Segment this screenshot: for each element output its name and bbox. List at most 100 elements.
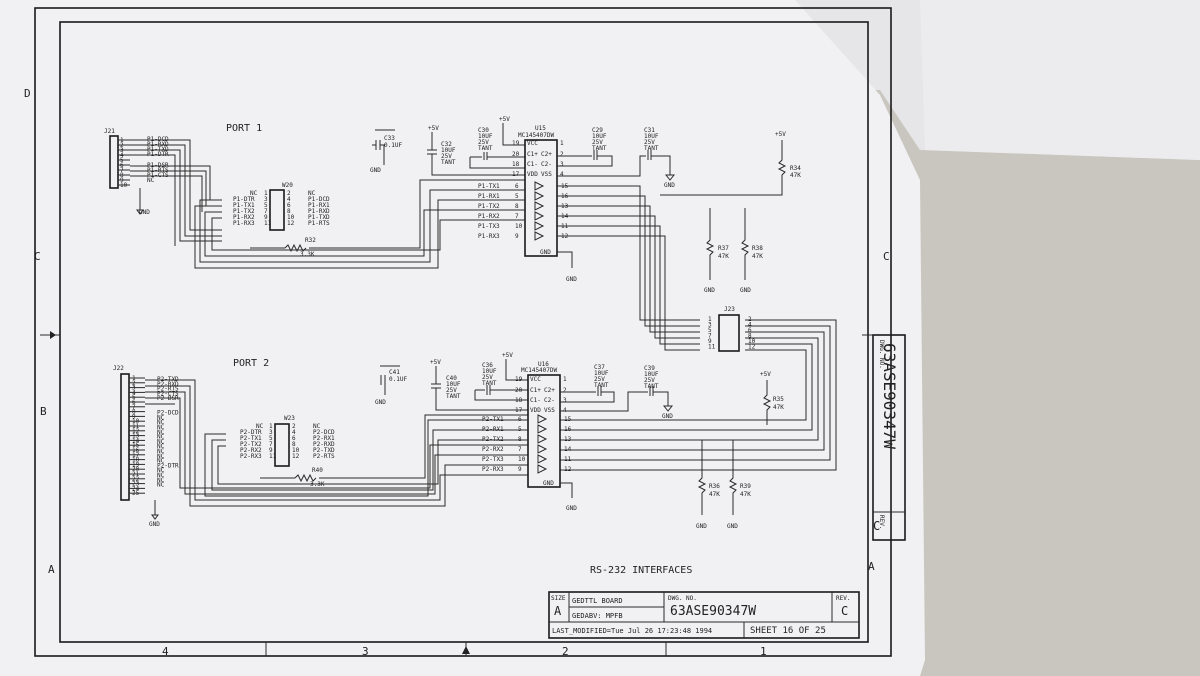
w23-left-label: NC [256,423,264,430]
port1-label: PORT 1 [226,123,262,134]
j22-signal-label: NC [157,448,165,455]
zone-row-a-right: A [868,560,875,573]
w23-ref: W23 [284,415,295,422]
u15-signal-label: P1-RX3 [478,233,500,240]
u15-left-label: VCC [527,140,538,147]
u16-c2m: C2- [544,397,555,404]
side-dwg-label: DWG. NO. [878,340,885,369]
c29-type: TANT [592,145,607,152]
u16-buffer-symbol [537,434,548,444]
w23-left-label: P2-RX3 [240,453,262,460]
u15-right-pin: 3 [560,161,564,168]
j22-signal-label: NC [157,419,165,426]
w23-right-pin: 8 [292,441,296,448]
j22-signal-label: NC [157,458,165,465]
j22-signal-label: NC [157,482,165,489]
zone-row-c-right: C [883,250,890,263]
w20-left-label: P1-RX3 [233,220,255,227]
port2-label: PORT 2 [233,358,269,369]
c40-type: TANT [446,393,461,400]
w20-left-label: P1-DTR [233,196,255,203]
j22-signal-label: P2-DTR [157,462,179,469]
c30-ref: C30 [478,127,489,134]
u15-left-label: C1+ [527,151,538,158]
w23-left-pin: 7 [269,441,273,448]
j23-pin-even: 10 [748,338,756,345]
c37-type: TANT [594,382,609,389]
w20-left-pin: 1 [264,190,268,197]
j22-signal-label: P2-DCD [157,410,179,417]
j22-signal-label: P2-CTS [157,390,179,397]
c33-value: 0.1UF [384,142,402,149]
c41-ref: C41 [389,369,400,376]
u16-signal-right-pin: 12 [564,466,572,473]
j22-pins: 1234567891011121314151617181920212223242… [129,375,179,497]
w23-left-pin: 9 [269,447,273,454]
u16-part: MC145407DW [521,367,558,374]
w20-left-pin: 11 [264,220,272,227]
title-block: SIZE A GEDTTL BOARD GEDABV: MPFB DWG. NO… [548,591,860,639]
j22-ref: J22 [113,365,124,372]
w23-right-label: P2-RTS [313,453,335,460]
w20-ref: W20 [282,182,293,189]
w20-left-pin: 5 [264,202,268,209]
u16-left-pin: 20 [515,387,523,394]
u15-left-pin: 17 [512,171,520,178]
u16-vss: VSS [544,407,555,414]
r39-gnd: GND [727,523,738,530]
w20-right-pin: 6 [287,202,291,209]
j23-pin-odd: 11 [708,344,716,351]
u16-signal-right-pin: 16 [564,426,572,433]
c36-value: 10UF [482,368,497,375]
u16-signal-label: P2-TX3 [482,456,504,463]
c40-vcc: +5V [430,359,441,366]
u16-signal-right-pin: 13 [564,436,572,443]
u16-right-pin: 1 [563,376,567,383]
w20-labels: NCP1-DTRP1-TX1P1-TX2P1-RX2P1-RX313579112… [233,190,330,227]
w23-left-label: P2-TX2 [240,441,262,448]
w20-right-pin: 12 [287,220,295,227]
u16-buffer-symbol [537,464,548,474]
c31-volt: 25V [644,139,655,146]
w20-left-label: NC [250,190,258,197]
w23-right-pin: 6 [292,435,296,442]
c30-type: TANT [478,145,493,152]
u16-signal-left-pin: 9 [518,466,522,473]
w23-left-label: P2-RX2 [240,447,262,454]
u16-gnd: GND [566,505,577,512]
j22-signal-label: NC [157,429,165,436]
port2-section: PORT 2 J22 12345678910111213141516171819… [113,352,784,530]
size-label: SIZE [551,595,566,602]
w20-right-label: P1-RXD [308,208,330,215]
u16-buffer-symbol [537,454,548,464]
u16-vcc: +5V [502,352,513,359]
j22-signal-label: NC [157,443,165,450]
w20-right-label: P1-RX1 [308,202,330,209]
u15-left-label: VDD [527,171,538,178]
r32-value: 3.3K [300,251,315,258]
u15-signal-label: P1-TX1 [478,183,500,190]
u16-signal-label: P2-RX3 [482,466,504,473]
u15-left-pin: 19 [512,140,520,147]
r36-gnd: GND [696,523,707,530]
u16-left-pin: 19 [515,376,523,383]
u16-left-pin: 18 [515,397,523,404]
c41-value: 0.1UF [389,376,407,383]
inner-border [59,21,869,643]
w23-right-pin: 10 [292,447,300,454]
u15-vcc: +5V [499,116,510,123]
w20-right-label: NC [308,190,316,197]
c40-volt: 25V [446,387,457,394]
j23-pin-even: 12 [748,344,756,351]
u15-ref: U15 [535,125,546,132]
u15-left-pin: 20 [512,151,520,158]
c30-volt: 25V [478,139,489,146]
rev-label: REV. [836,595,850,602]
c31-ref: C31 [644,127,655,134]
u15-signal-label: P1-TX3 [478,223,500,230]
zone-labels: 4 3 2 1 D C B A C A [24,87,890,658]
u15-gnd: GND [566,276,577,283]
u15-vss: VSS [541,171,552,178]
